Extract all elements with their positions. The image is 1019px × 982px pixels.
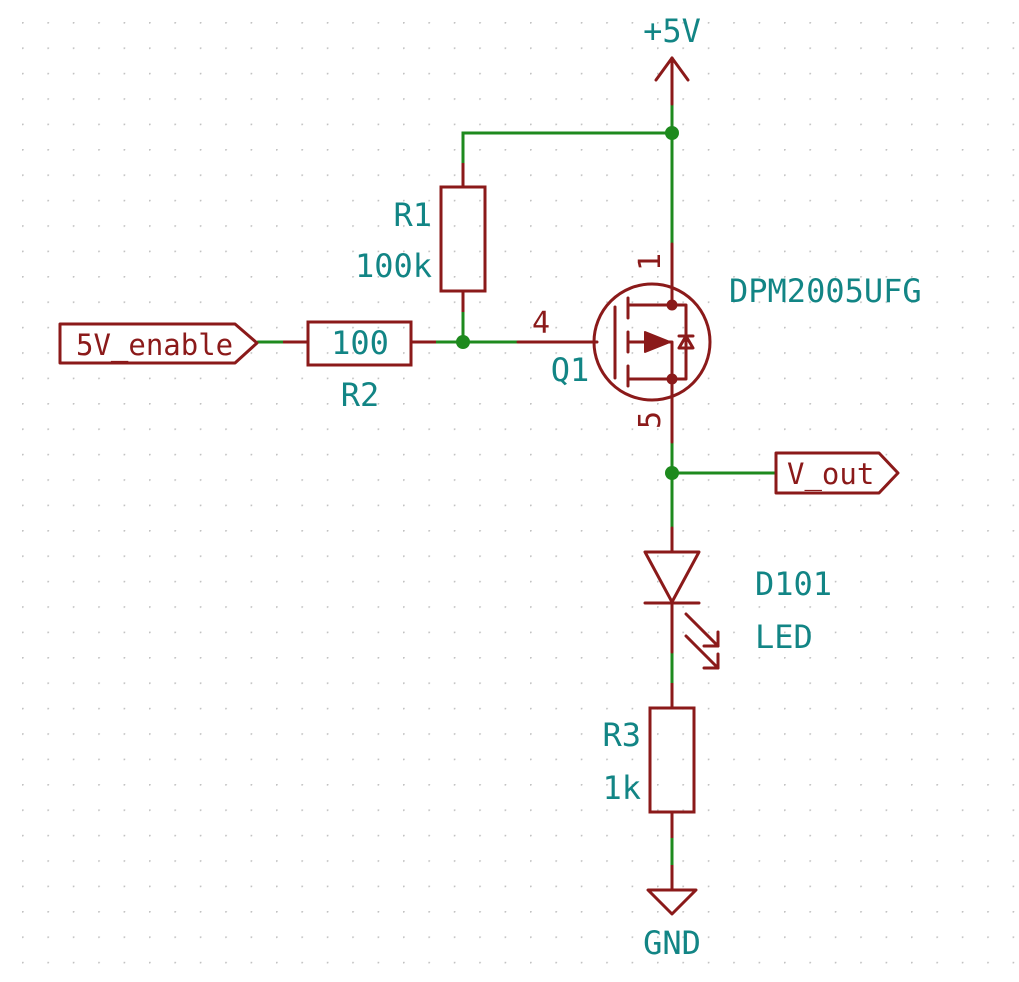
resistor-r1 (439, 163, 487, 312)
q1-ref: Q1 (551, 351, 590, 389)
d101-value: LED (755, 618, 813, 656)
r2-value: 100 (331, 324, 389, 362)
input-label-text: 5V_enable (76, 328, 233, 363)
ground-symbol (646, 865, 698, 916)
output-label-v-out[interactable]: V_out (774, 451, 900, 495)
resistor-r3 (648, 683, 696, 838)
q1-value: DPM2005UFG (729, 272, 922, 310)
gnd-label: GND (643, 924, 701, 962)
mosfet-dot-top (666, 299, 678, 311)
resistor-r2 (283, 320, 436, 367)
d101-ref: D101 (755, 565, 832, 603)
wire-r1-top (461, 131, 674, 165)
junction-gate (456, 335, 470, 349)
junction-vcc (665, 126, 679, 140)
output-label-text: V_out (787, 457, 874, 492)
r1-ref: R1 (393, 196, 432, 234)
mosfet-dot-bottom (666, 373, 678, 385)
input-label-5v-enable[interactable]: 5V_enable (58, 322, 259, 365)
power-symbol-5v (654, 56, 690, 106)
r1-value: 100k (355, 247, 432, 285)
led-d101 (643, 526, 720, 670)
junction-vout (665, 466, 679, 480)
vcc-label: +5V (643, 12, 701, 50)
q1-pin-drain: 5 (633, 411, 668, 429)
mosfet-arrow (644, 331, 671, 353)
q1-pin-source: 1 (633, 253, 668, 271)
mosfet-q1 (516, 242, 712, 444)
r2-ref: R2 (341, 376, 380, 414)
r3-ref: R3 (602, 716, 641, 754)
q1-pin-gate: 4 (532, 306, 550, 341)
r3-value: 1k (602, 769, 641, 807)
